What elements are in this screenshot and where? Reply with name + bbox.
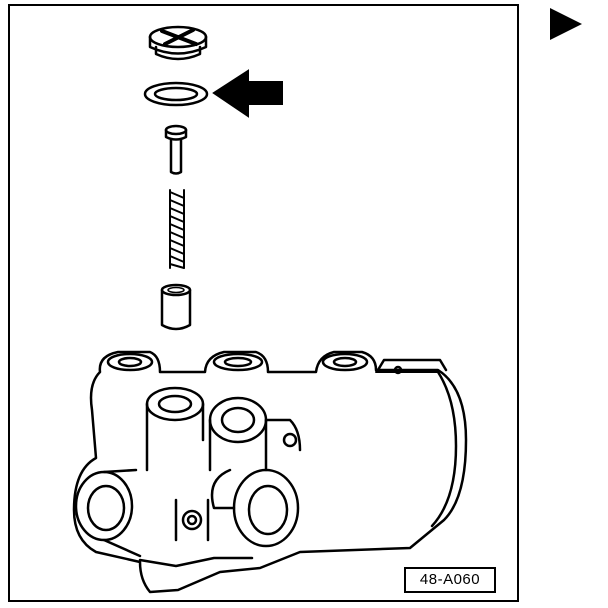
valve-sleeve [160,283,192,331]
spring [169,189,185,269]
seal-ring [143,81,209,107]
figure-code-label: 48-A060 [404,567,496,593]
arrow-left-icon [212,69,283,118]
valve-housing [72,350,468,594]
screw-plug [148,25,208,61]
triangle-right-icon [550,8,582,40]
pressure-pin [164,124,188,175]
